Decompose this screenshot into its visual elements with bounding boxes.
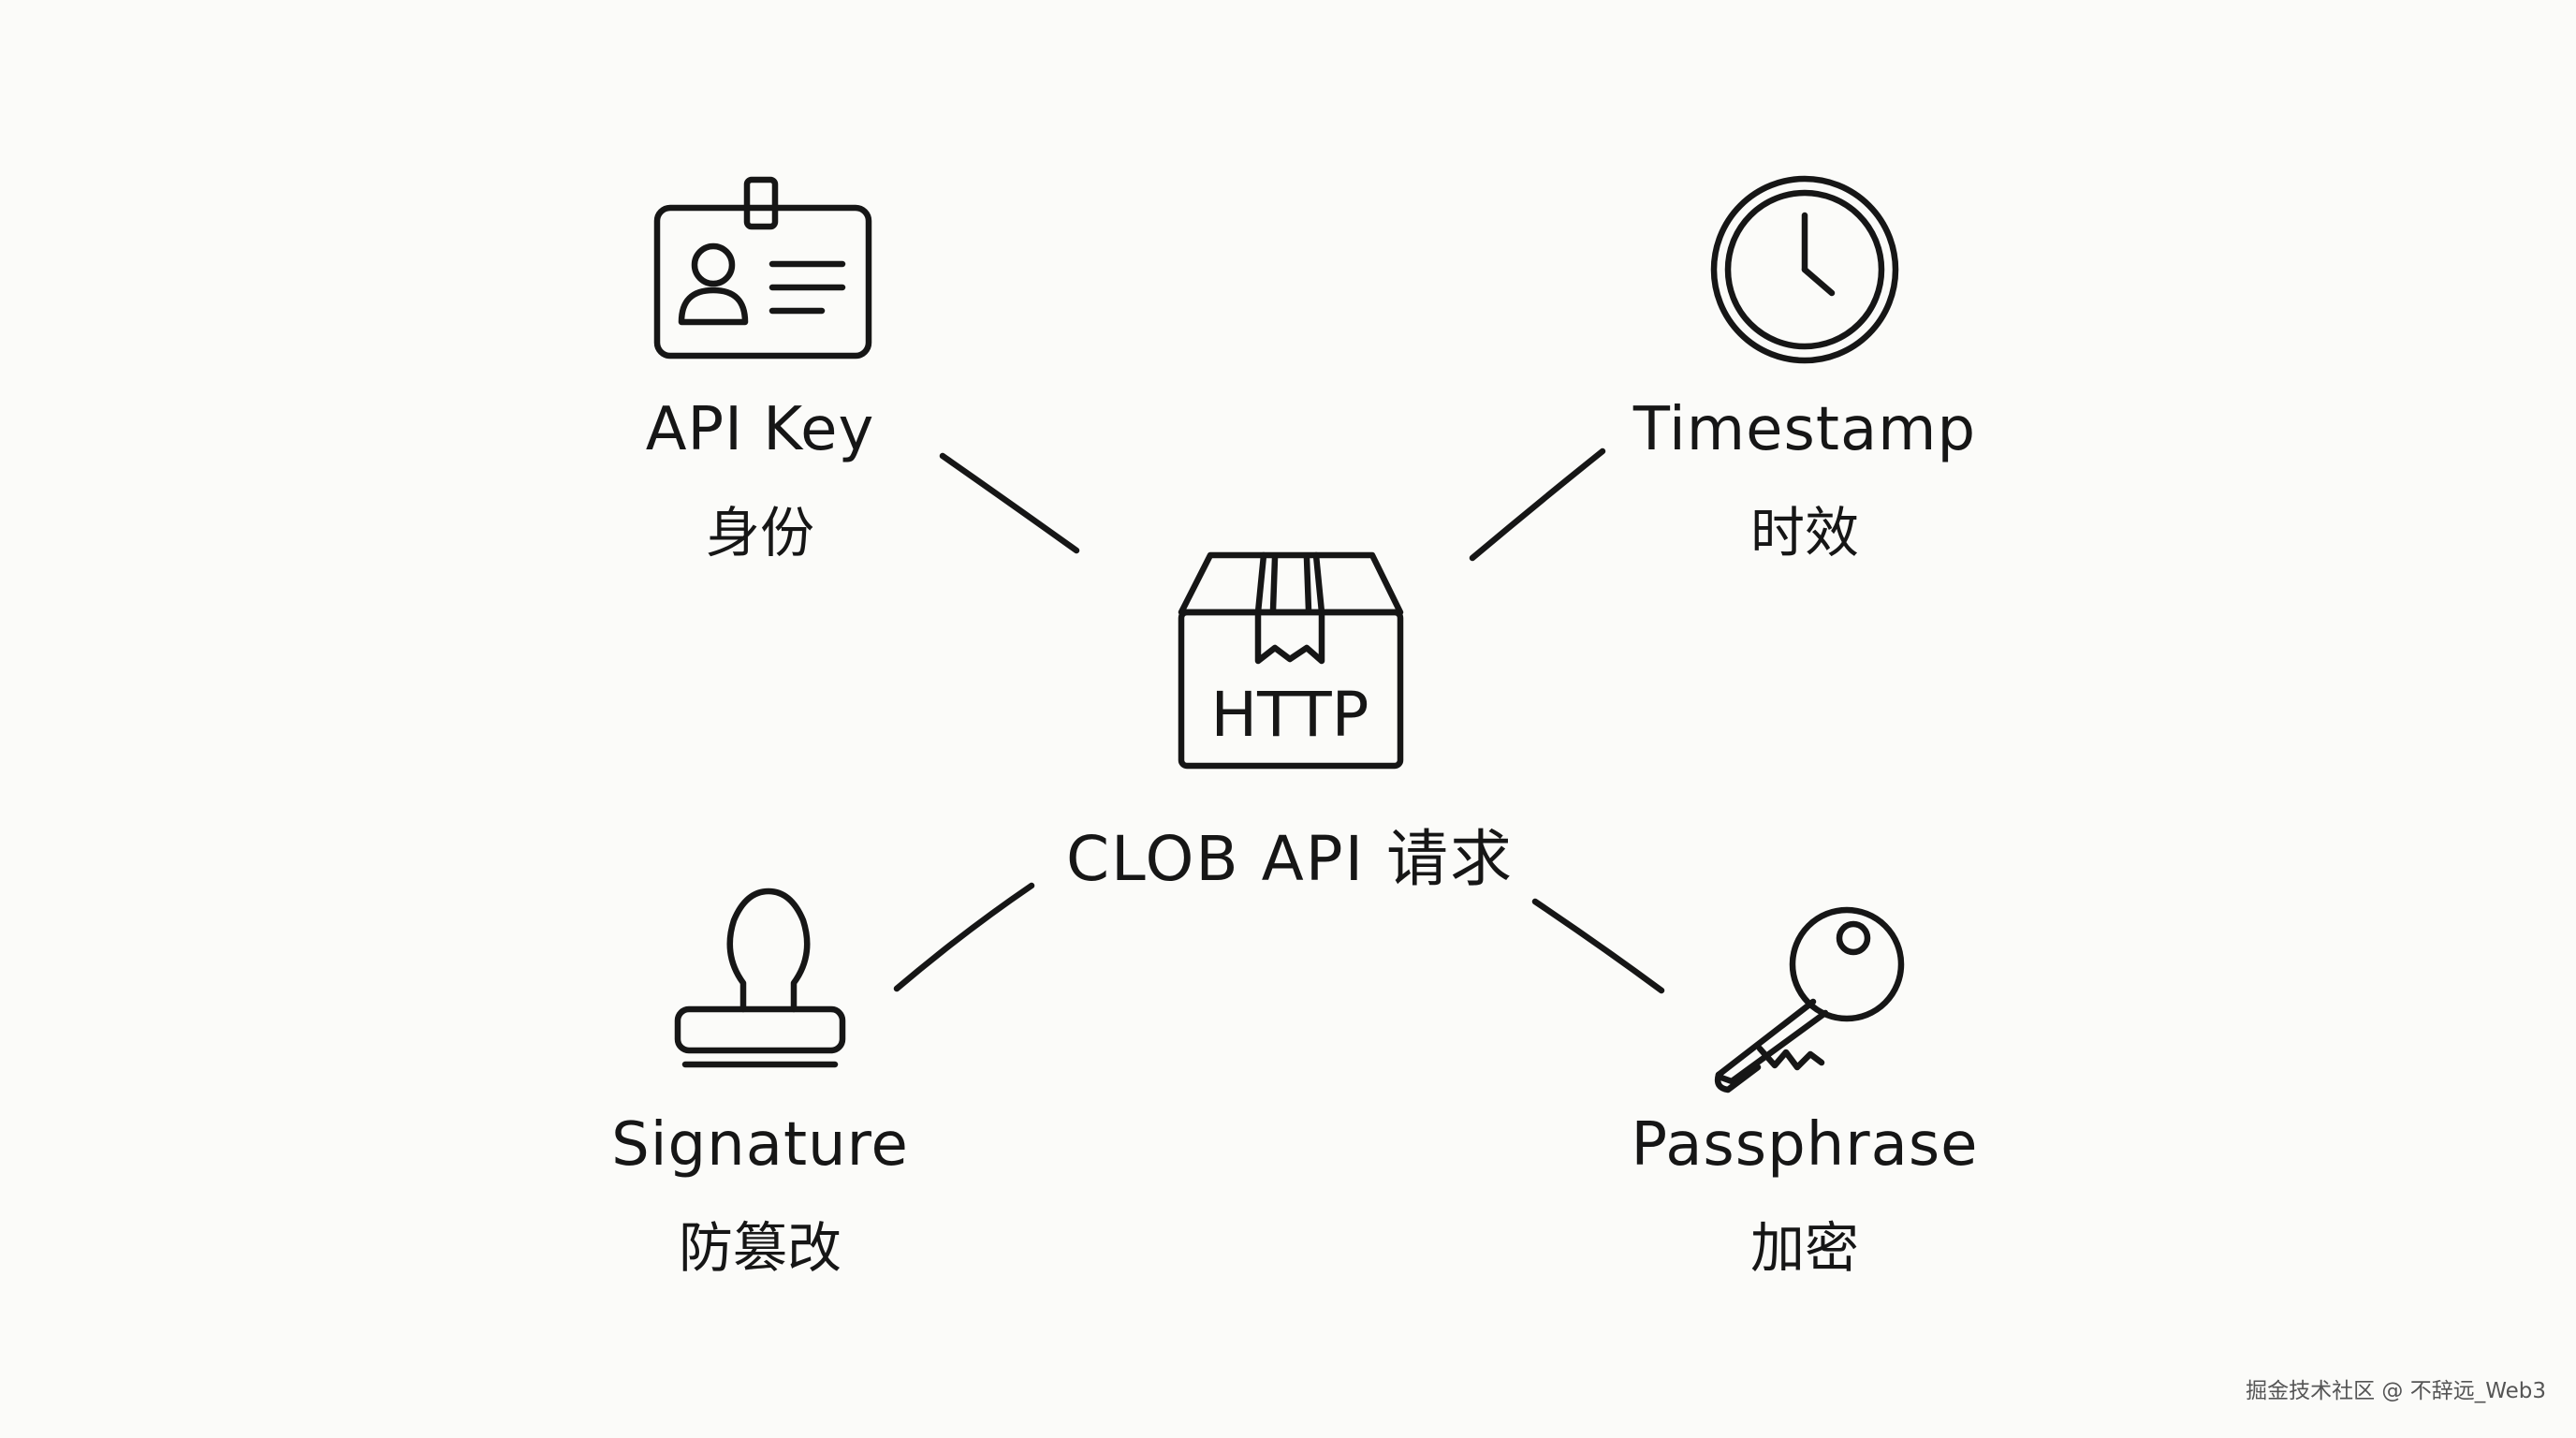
key-icon [1714, 906, 1905, 1093]
passphrase-subtitle: 加密 [1749, 1216, 1859, 1280]
api-key-title: API Key [645, 395, 875, 464]
passphrase-title: Passphrase [1631, 1110, 1979, 1180]
http-box-label: HTTP [1211, 679, 1369, 751]
watermark: 掘金技术社区 @ 不辞远_Web3 [2246, 1379, 2546, 1403]
connector-timestamp [1469, 448, 1606, 562]
id-badge-icon [653, 176, 872, 360]
center-title: CLOB API 请求 [1065, 823, 1515, 895]
connector-signature [893, 882, 1035, 992]
signature-subtitle: 防篡改 [678, 1216, 842, 1280]
clock-icon [1710, 175, 1899, 364]
connector-api-key [939, 452, 1080, 554]
signature-title: Signature [611, 1110, 909, 1180]
stamp-icon [674, 888, 846, 1068]
http-box-icon [1178, 551, 1404, 770]
timestamp-subtitle: 时效 [1749, 501, 1859, 565]
api-key-subtitle: 身份 [705, 501, 814, 565]
timestamp-title: Timestamp [1632, 395, 1977, 464]
connector-passphrase [1531, 898, 1665, 994]
